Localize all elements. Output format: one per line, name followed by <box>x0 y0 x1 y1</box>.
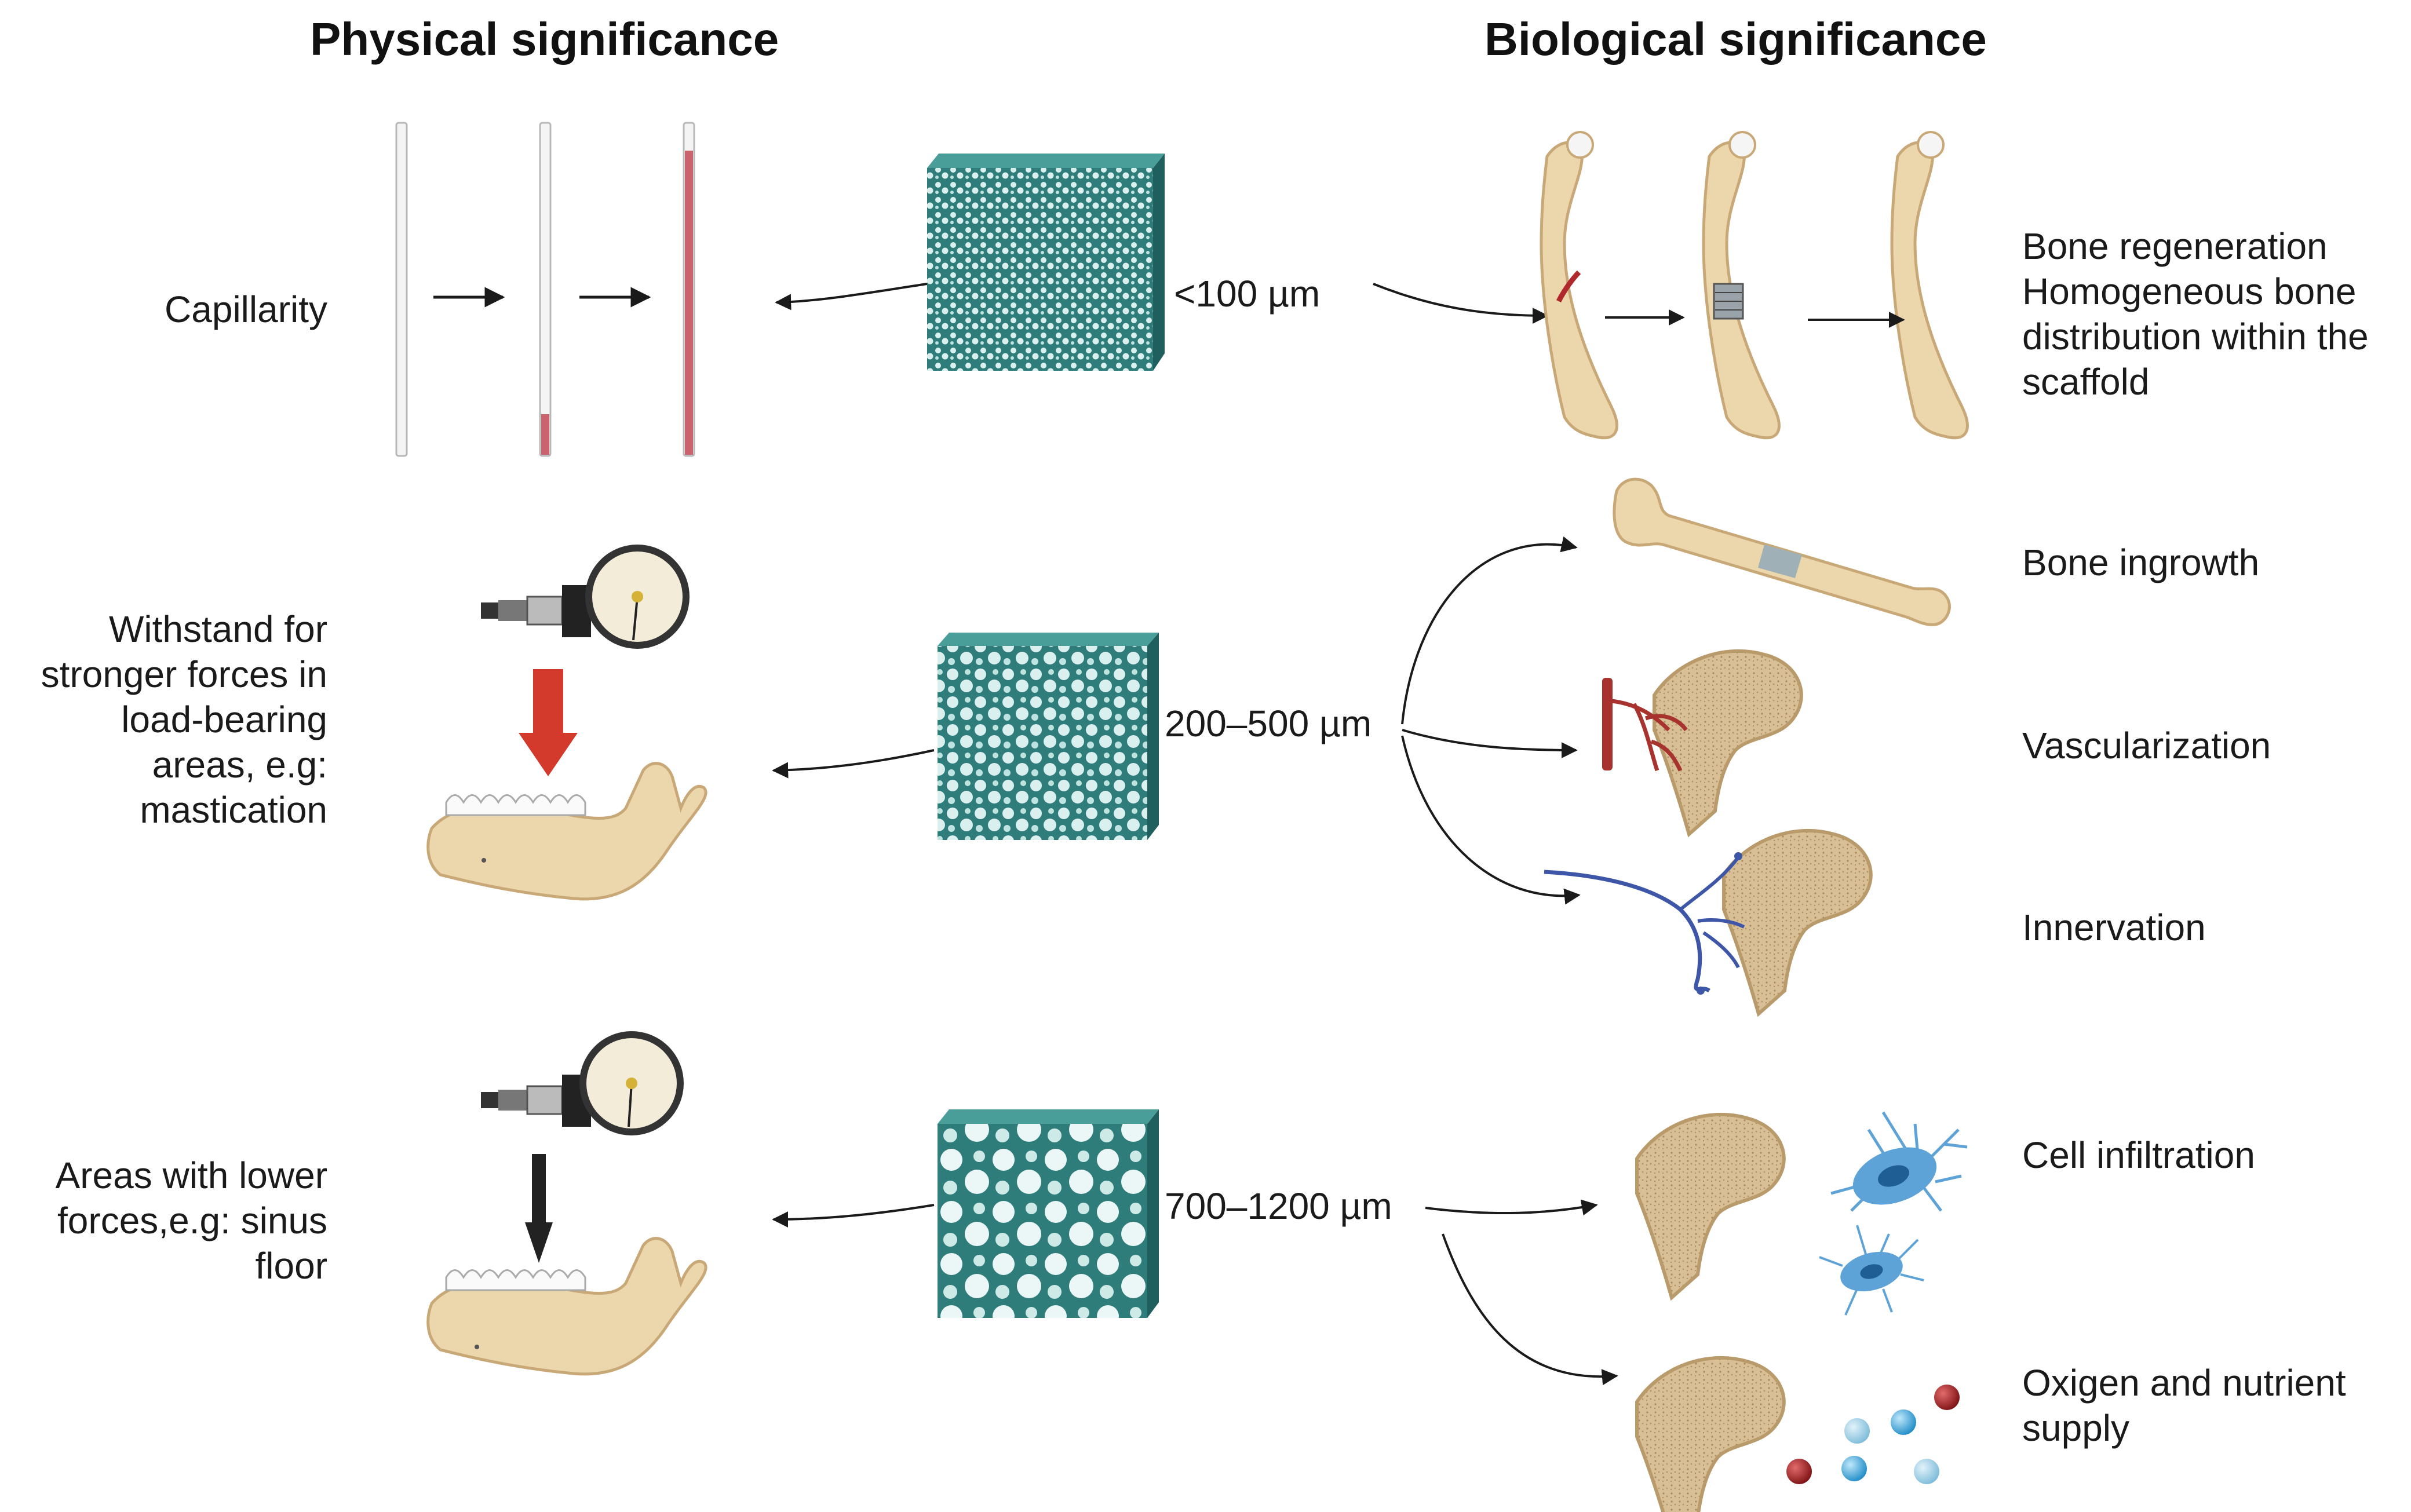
physical-label-line: Withstand for <box>108 608 327 650</box>
biological-label-bone-ingrowth: Bone ingrowth <box>2022 540 2259 585</box>
bone-cell-icon <box>1819 1225 1924 1316</box>
biological-label-line: Innervation <box>2022 907 2206 948</box>
physical-label-line: stronger forces in <box>41 653 327 695</box>
femur-icon <box>1540 131 1618 440</box>
physical-label-line: Areas with lower <box>55 1155 328 1196</box>
femur-head-icon <box>1637 1358 1784 1512</box>
scaffold-cube-icon <box>938 1109 1159 1318</box>
biological-label-line: Bone ingrowth <box>2022 542 2260 583</box>
implant-mesh-icon <box>1713 283 1744 320</box>
blood-cell-icon <box>1786 1385 1960 1484</box>
biological-label-oxygen-supply: Oxigen and nutrient supply <box>2022 1360 2346 1451</box>
force-arrow-icon <box>525 1154 553 1263</box>
pressure-gauge-icon <box>481 1031 684 1135</box>
scaffold-cube-icon <box>938 633 1159 840</box>
biological-label-line: Oxigen and nutrient <box>2022 1362 2346 1404</box>
physical-label-line: areas, e.g: <box>152 744 327 786</box>
biological-label-cell-infiltration: Cell infiltration <box>2022 1133 2255 1178</box>
femur-head-icon <box>1654 651 1801 834</box>
physical-label-strong-forces: Withstand for stronger forces in load-be… <box>41 607 327 832</box>
physical-label-line: mastication <box>140 789 327 831</box>
biological-label-line: Homogeneous bone <box>2022 271 2357 312</box>
physical-label-line: floor <box>255 1245 328 1287</box>
femur-head-icon <box>1724 831 1871 1014</box>
fracture-icon <box>1556 270 1581 303</box>
biological-label-vascularization: Vascularization <box>2022 723 2271 768</box>
pore-size-label-medium: 200–500 µm <box>1165 703 1372 744</box>
physical-label-line: load-bearing <box>121 699 327 740</box>
mandible-icon <box>426 762 707 901</box>
femur-head-icon <box>1637 1115 1784 1298</box>
biological-significance-header: Biological significance <box>1484 13 1987 65</box>
biological-label-line: scaffold <box>2022 361 2150 403</box>
biological-label-line: distribution within the <box>2022 316 2369 357</box>
biological-label-line: Bone regeneration <box>2022 225 2328 267</box>
force-arrow-icon <box>519 669 578 776</box>
capillary-tube-icon <box>395 122 695 457</box>
biological-label-bone-regeneration: Bone regeneration Homogeneous bone distr… <box>2022 224 2369 404</box>
bone-cell-icon <box>1830 1111 1968 1212</box>
biological-label-line: supply <box>2022 1407 2129 1449</box>
nerve-icon <box>1544 852 1745 995</box>
femur-icon <box>1890 131 1969 440</box>
physical-label-lower-forces: Areas with lower forces,e.g: sinus floor <box>56 1153 328 1288</box>
pore-size-label-large: 700–1200 µm <box>1165 1185 1392 1227</box>
pressure-gauge-icon <box>481 545 690 649</box>
physical-significance-header: Physical significance <box>310 13 779 65</box>
scaffold-cube-icon <box>927 154 1165 371</box>
physical-label-capillarity: Capillarity <box>165 287 327 332</box>
femur-icon <box>1702 131 1781 440</box>
biological-label-innervation: Innervation <box>2022 905 2206 950</box>
long-bone-icon <box>1613 477 1951 626</box>
biological-label-line: Vascularization <box>2022 725 2271 766</box>
mandible-icon <box>426 1237 707 1376</box>
physical-label-line: Capillarity <box>165 288 327 330</box>
pore-size-label-small: <100 µm <box>1174 273 1321 315</box>
blood-vessel-icon <box>1602 678 1688 772</box>
biological-label-line: Cell infiltration <box>2022 1134 2255 1176</box>
physical-label-line: forces,e.g: sinus <box>57 1200 327 1241</box>
